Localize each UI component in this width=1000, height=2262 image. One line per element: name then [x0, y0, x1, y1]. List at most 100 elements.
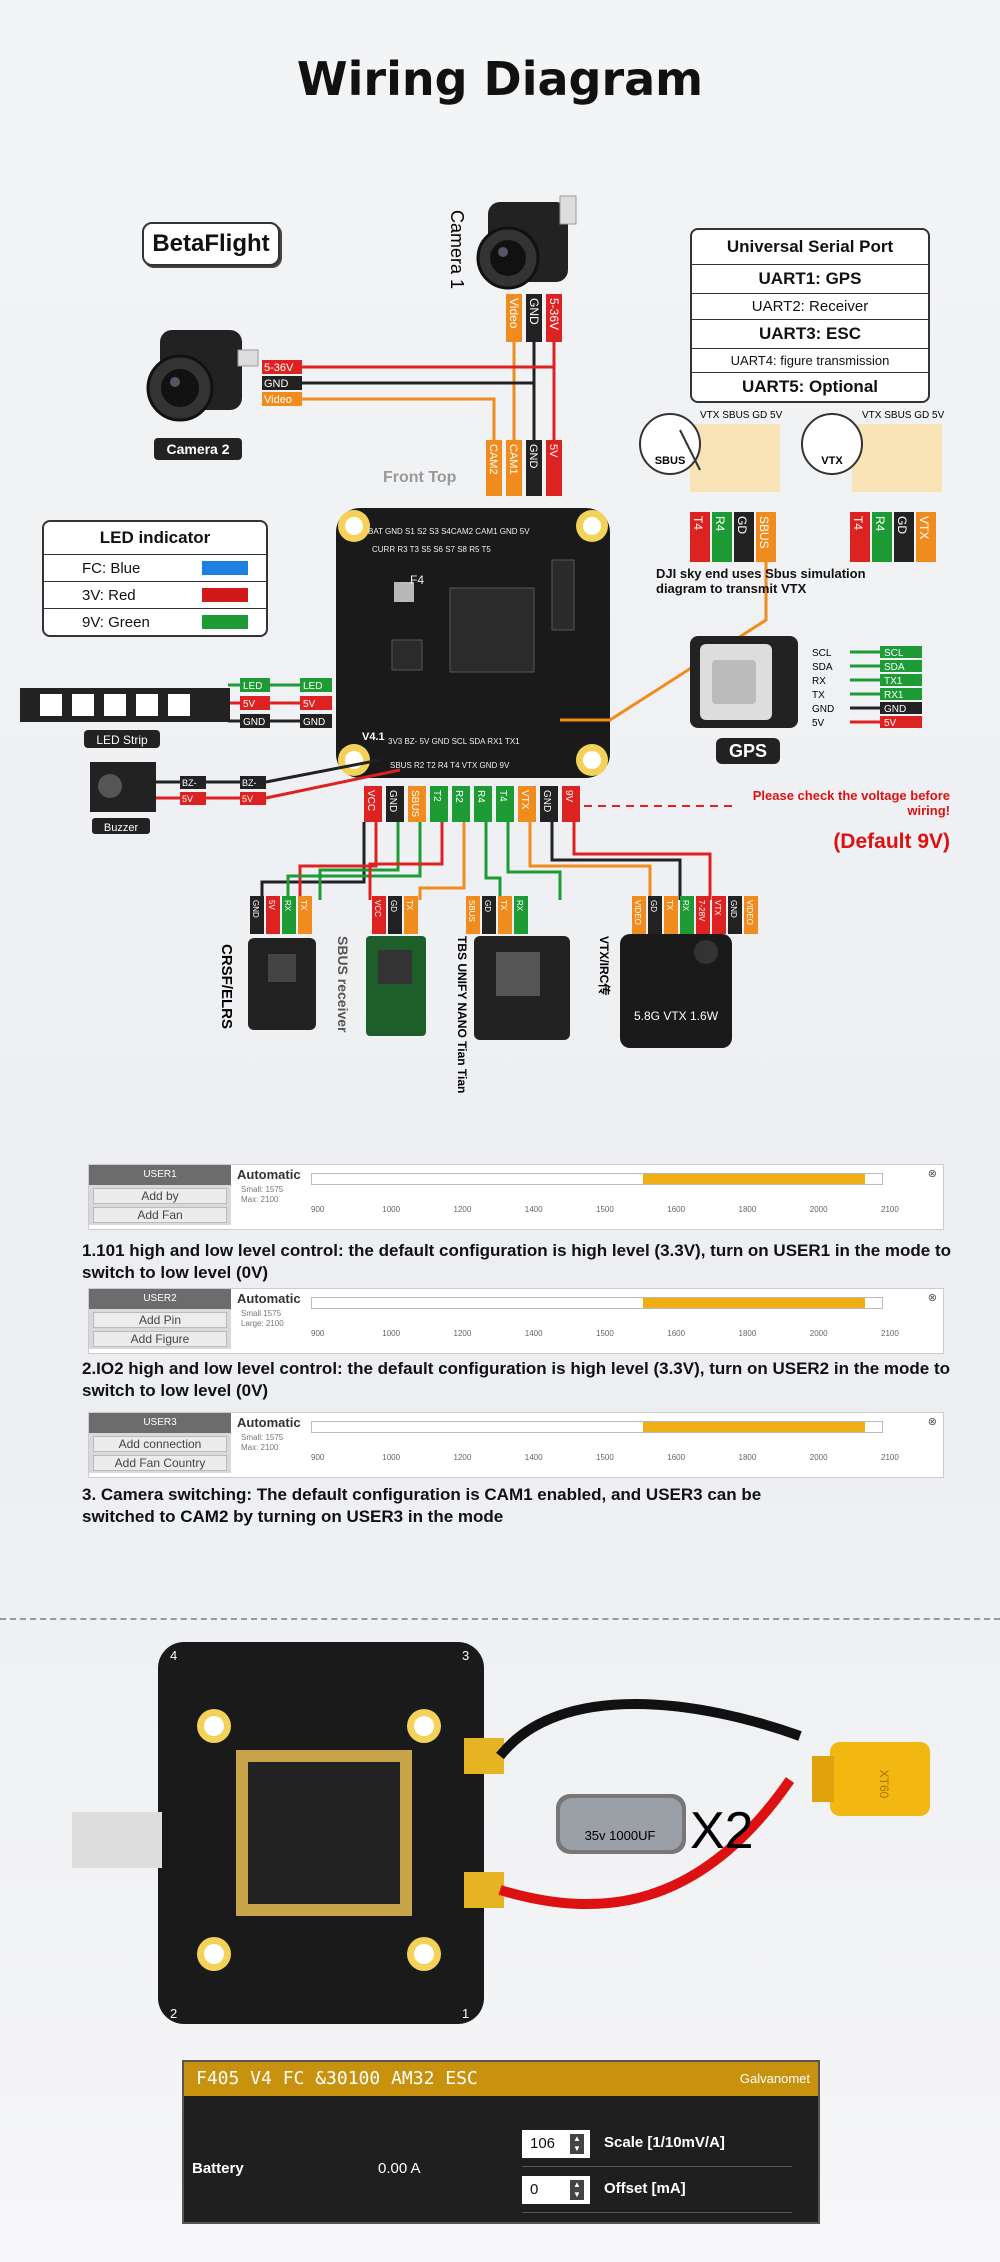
panel-button[interactable]: Add Pin: [93, 1312, 227, 1328]
panel-button[interactable]: Add Figure: [93, 1331, 227, 1347]
receiver-pin-label: TX: [299, 900, 308, 911]
receiver-pin: [712, 896, 726, 934]
close-icon[interactable]: ⊗: [927, 1416, 937, 1428]
receiver-pin: [466, 896, 480, 934]
gps-fc-wire-label: TX1: [884, 676, 903, 687]
panel-small: Small: 1575: [241, 1185, 284, 1194]
tick-label: 2100: [881, 1205, 899, 1214]
fc-top-pads: BAT GND S1 S2 S3 S4CAM2 CAM1 GND 5V: [368, 527, 530, 536]
receiver-pin: [282, 896, 296, 934]
section-divider: [0, 1618, 1000, 1620]
receiver-pin-label: TX: [405, 900, 414, 911]
gps-fc-wire: [880, 702, 922, 714]
panel-user: USER2: [89, 1289, 231, 1309]
gps-fc-wire-label: 5V: [884, 718, 897, 729]
user1-panel: USER1 Add by Add Fan Automatic Small: 15…: [88, 1164, 944, 1230]
receiver-pin: [250, 896, 264, 934]
fc-left-pad: 5V: [303, 699, 316, 710]
tick-label: 1200: [453, 1205, 472, 1214]
led-swatch: [202, 588, 248, 602]
gps-pin: SDA: [812, 662, 833, 673]
tick-label: 1400: [524, 1205, 543, 1214]
receiver-pin: [298, 896, 312, 934]
scale-input[interactable]: 106 ▲▼: [522, 2130, 590, 2158]
receiver-pin: [388, 896, 402, 934]
close-icon[interactable]: ⊗: [927, 1292, 937, 1304]
vtx-module-label: 5.8G VTX 1.6W: [634, 1009, 719, 1023]
scale-value: 106: [530, 2135, 556, 2152]
capacitor-multiplier: X2: [690, 1802, 754, 1860]
range-slider[interactable]: [311, 1173, 883, 1185]
gps-fc-wire: [880, 674, 922, 686]
capacitor: [556, 1794, 686, 1854]
galv-title: F405 V4 FC &30100 AM32 ESC: [196, 2068, 478, 2089]
cam2-wire-video: Video: [264, 394, 292, 406]
panel-button[interactable]: Add connection: [93, 1436, 227, 1452]
tick-label: 1000: [382, 1329, 401, 1338]
receiver-pin-label: RX: [681, 900, 690, 912]
fc-bottom-wire: [408, 786, 426, 822]
tick-label: 1500: [596, 1205, 614, 1214]
wiring-diagram: Camera 1 Video GND 5-36V Camera 2 5-36V …: [20, 195, 950, 1093]
receiver-pin-label: VIDEO: [633, 900, 642, 925]
default-voltage: (Default 9V): [833, 830, 950, 853]
panel-button[interactable]: Add Fan: [93, 1207, 227, 1223]
tick-label: 900: [311, 1205, 325, 1214]
description-1: 1.101 high and low level control: the de…: [82, 1241, 951, 1282]
led-row: 3V: Red: [44, 582, 266, 609]
receiver-pin: [680, 896, 694, 934]
receiver-pin-label: VTX: [713, 900, 722, 916]
fc-left-pad: GND: [303, 717, 325, 728]
receiver-pin-label: GD: [649, 900, 658, 912]
close-icon[interactable]: ⊗: [927, 1168, 937, 1180]
gps-module: [690, 636, 798, 728]
esc-corner: 2: [170, 2006, 177, 2021]
panel-max: Large: 2100: [241, 1319, 284, 1328]
panel-max: Max: 2100: [241, 1195, 279, 1204]
gps-fc-wire-label: GND: [884, 704, 906, 715]
receiver-pin-label: GD: [483, 900, 492, 912]
led-swatch: [202, 615, 248, 629]
fc-bottom-wire-label: SBUS: [409, 790, 420, 818]
voltage-warning: Please check the voltage before wiring!: [752, 788, 950, 818]
page-title: Wiring Diagram: [296, 52, 704, 106]
gps-fc-wire-label: RX1: [884, 690, 904, 701]
tick-label: 1600: [667, 1205, 686, 1214]
panel-button[interactable]: Add by: [93, 1188, 227, 1204]
receiver-pin-label: GD: [389, 900, 398, 912]
tick-label: 1400: [524, 1453, 543, 1462]
panel-user: USER1: [89, 1165, 231, 1185]
cam1-wire-gnd: GND: [527, 298, 541, 325]
fc-bottom-wire: [452, 786, 470, 822]
panel-button[interactable]: Add Fan Country: [93, 1455, 227, 1471]
spinner-icon[interactable]: ▲▼: [570, 2134, 584, 2154]
fc-left-pad: LED: [303, 681, 322, 692]
panel-user: USER3: [89, 1413, 231, 1433]
gps-fc-wire-label: SCL: [884, 648, 904, 659]
galv-right: Galvanomet: [739, 2071, 810, 2086]
range-slider[interactable]: [311, 1297, 883, 1309]
cam1-wire-5v: 5-36V: [547, 298, 561, 330]
receiver-label: CRSF/ELRS: [218, 944, 235, 1029]
tick-label: 900: [311, 1453, 325, 1462]
buzzer-label: Buzzer: [104, 822, 139, 834]
receiver-pin: [664, 896, 678, 934]
xt60-connector: [812, 1742, 930, 1816]
camera-1: [476, 195, 577, 290]
cam2-wire-gnd: GND: [264, 378, 289, 390]
range-fill: [642, 1298, 865, 1308]
esc-corner: 3: [462, 1648, 469, 1663]
buzzer: [90, 762, 156, 812]
spinner-icon[interactable]: ▲▼: [570, 2180, 584, 2200]
led-row: 9V: Green: [44, 609, 266, 635]
range-slider[interactable]: [311, 1421, 883, 1433]
offset-input[interactable]: 0▲▼: [522, 2176, 590, 2204]
receiver-pin: [404, 896, 418, 934]
tick-label: 2100: [881, 1453, 899, 1462]
gps-pin: SCL: [812, 648, 832, 659]
fc-bottom-wire: [496, 786, 514, 822]
